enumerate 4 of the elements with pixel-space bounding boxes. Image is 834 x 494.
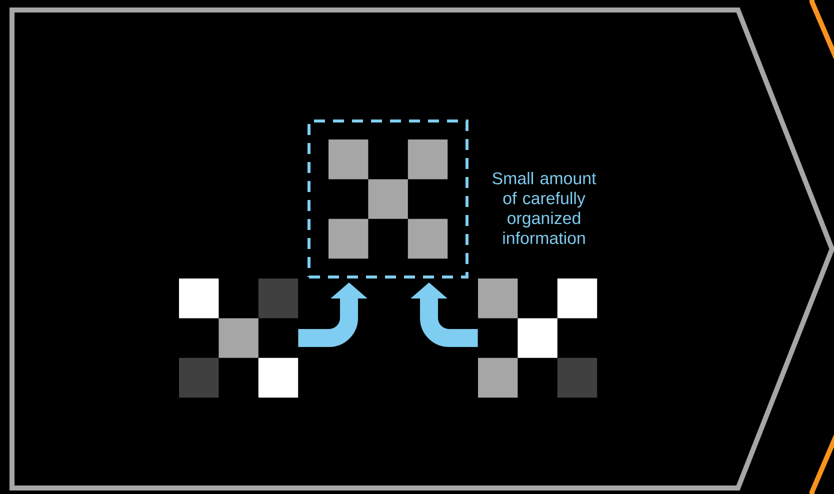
- checker-drawing: [179, 278, 298, 398]
- caption-text: Small amount of carefully organized information: [492, 172, 596, 244]
- checker-drawing: [478, 278, 598, 398]
- dashed-box: [308, 120, 468, 278]
